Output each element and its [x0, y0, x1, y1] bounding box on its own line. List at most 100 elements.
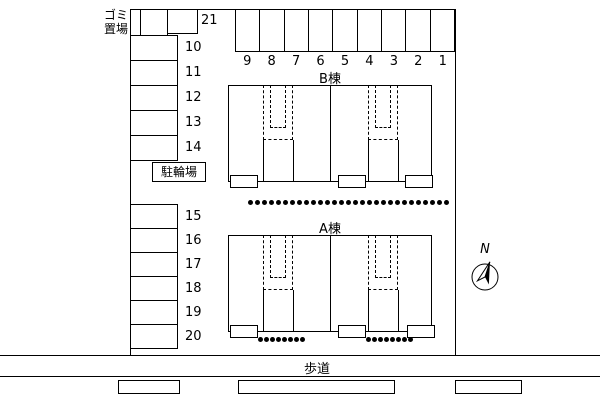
shrub-row-south-right — [366, 337, 413, 342]
parking-space-box — [130, 110, 178, 136]
entrance-porch — [230, 325, 258, 338]
parking-row: 16 — [130, 228, 202, 253]
parking-space-box — [130, 324, 178, 349]
parking-space-number: 1 — [438, 54, 447, 69]
entrance-porch — [338, 175, 366, 188]
unit-divider-wall — [330, 86, 331, 181]
entrance-porch — [338, 325, 366, 338]
parking-space-box — [130, 300, 178, 325]
entrance-porch — [230, 175, 258, 188]
sidewalk-line-north — [0, 355, 600, 356]
shrub-dot — [390, 337, 395, 342]
parking-space-number: 11 — [185, 65, 202, 80]
parking-space-number: 18 — [185, 280, 202, 296]
parking-space-box — [130, 60, 178, 86]
boundary-line-left — [130, 9, 131, 355]
shrub-dot — [416, 200, 421, 205]
parking-space-number: 14 — [185, 140, 202, 155]
parking-row: 14 — [130, 135, 202, 161]
shrub-dot — [294, 337, 299, 342]
parking-row: 20 — [130, 324, 202, 349]
parking-space-box — [333, 10, 358, 51]
parking-space-box — [260, 10, 285, 51]
parking-space-number: 19 — [185, 304, 202, 320]
left-upper-parking-column: 10 11 12 13 14 — [130, 35, 202, 161]
parking-space-number: 2 — [414, 54, 423, 69]
shrub-dot — [378, 337, 383, 342]
stairwell-inner-dashed — [375, 85, 391, 128]
sidewalk-line-south — [0, 376, 600, 377]
stairwell-inner-dashed — [270, 235, 286, 278]
parking-space-box — [130, 135, 178, 161]
top-parking-numbers: 9 8 7 6 5 4 3 2 1 — [235, 54, 455, 69]
shrub-dot — [372, 337, 377, 342]
shrub-row-south-left — [258, 337, 305, 342]
parking-row: 18 — [130, 276, 202, 301]
shrub-dot — [444, 200, 449, 205]
building-b-label: B棟 — [319, 72, 341, 87]
shrub-dot — [276, 337, 281, 342]
building-a — [228, 235, 435, 338]
shrub-dot — [408, 337, 413, 342]
parking-row: 11 — [130, 60, 202, 86]
building-b — [228, 85, 433, 188]
parking-row: 12 — [130, 85, 202, 111]
shrub-dot — [381, 200, 386, 205]
boundary-line-right — [455, 9, 456, 355]
shrub-dot — [423, 200, 428, 205]
parking-space-number: 8 — [267, 54, 276, 69]
compass-needle-icon — [471, 261, 499, 291]
parking-space-number: 7 — [291, 54, 301, 69]
parking-space-box — [382, 10, 407, 51]
shrub-dot — [388, 200, 393, 205]
shrub-dot — [325, 200, 330, 205]
stairwell-dashed — [263, 85, 293, 140]
unit-divider-wall — [330, 236, 331, 331]
entrance-porch — [405, 175, 433, 188]
shrub-dot — [353, 200, 358, 205]
parking-row: 10 — [130, 35, 202, 61]
parking-space-number: 3 — [389, 54, 398, 69]
parking-space-box — [130, 35, 178, 61]
compass-north-label: N — [480, 242, 490, 257]
shrub-dot — [269, 200, 274, 205]
shrub-dot — [384, 337, 389, 342]
shrub-dot — [430, 200, 435, 205]
parking-space-box — [130, 252, 178, 277]
parking-space-box — [236, 10, 261, 51]
stairwell-wall — [368, 140, 369, 181]
shrub-dot — [282, 337, 287, 342]
shrub-dot — [264, 337, 269, 342]
parking-space-box — [431, 10, 454, 51]
shrub-dot — [248, 200, 253, 205]
stairwell-inner-dashed — [270, 85, 286, 128]
garbage-area-box — [140, 9, 168, 36]
stairwell-dashed — [368, 235, 398, 290]
shrub-dot — [300, 337, 305, 342]
parking-space-number: 16 — [185, 232, 202, 248]
parking-row: 15 — [130, 204, 202, 229]
shrub-dot — [262, 200, 267, 205]
shrub-dot — [288, 337, 293, 342]
shrub-dot — [258, 337, 263, 342]
shrub-dot — [402, 337, 407, 342]
parking-space-box — [130, 85, 178, 111]
parking-space-number: 4 — [365, 54, 374, 69]
stairwell-wall — [263, 140, 264, 181]
shrub-dot — [311, 200, 316, 205]
stairwell-dashed — [368, 85, 398, 140]
shrub-dot — [297, 200, 302, 205]
parking-space-box — [130, 204, 178, 229]
parking-space-box — [309, 10, 334, 51]
parking-space-box — [406, 10, 431, 51]
street-block — [455, 380, 522, 394]
top-parking-row — [235, 9, 455, 52]
shrub-dot — [270, 337, 275, 342]
parking-space-number: 15 — [185, 208, 202, 224]
shrub-dot — [290, 200, 295, 205]
parking-row: 13 — [130, 110, 202, 136]
shrub-dot — [283, 200, 288, 205]
parking-space-number: 6 — [316, 54, 325, 69]
building-a-label: A棟 — [319, 222, 341, 237]
stairwell-wall — [293, 140, 294, 181]
